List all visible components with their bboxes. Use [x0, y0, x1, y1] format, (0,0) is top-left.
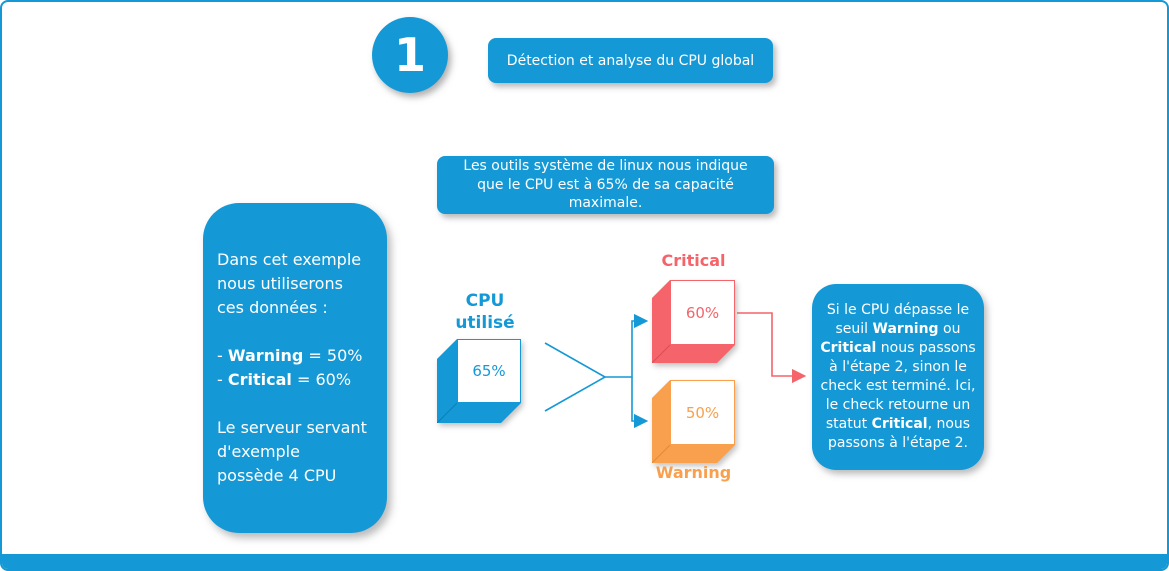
cpu-info-note: Les outils système de linux nous indique…	[437, 156, 774, 214]
warning-threshold-value: 50%	[670, 380, 735, 445]
warning-threshold-node: 50%	[652, 380, 735, 463]
cpu-usage-node: 65%	[437, 339, 521, 423]
critical-result-arrow	[737, 312, 807, 384]
arrow-to-critical	[605, 313, 649, 378]
critical-threshold-node: 60%	[652, 280, 735, 363]
threshold-explanation-panel: Si le CPU dépasse le seuil Warning ou Cr…	[812, 284, 984, 470]
bottom-accent-bar	[2, 554, 1167, 569]
example-data-text: Dans cet exemple nous utiliserons ces do…	[217, 250, 367, 485]
cpu-node-label: CPU utilisé	[455, 291, 515, 334]
step-title: Détection et analyse du CPU global	[488, 38, 773, 83]
step-number-badge: 1	[372, 17, 448, 93]
step-number: 1	[393, 28, 426, 82]
warning-node-label: Warning	[655, 463, 732, 482]
example-data-panel: Dans cet exemple nous utiliserons ces do…	[203, 203, 387, 533]
critical-threshold-value: 60%	[670, 280, 735, 345]
critical-node-label: Critical	[661, 251, 726, 270]
threshold-explanation-text: Si le CPU dépasse le seuil Warning ou Cr…	[820, 302, 976, 451]
arrow-to-warning	[631, 377, 649, 429]
cpu-usage-value: 65%	[457, 339, 521, 403]
split-connector	[544, 342, 607, 412]
